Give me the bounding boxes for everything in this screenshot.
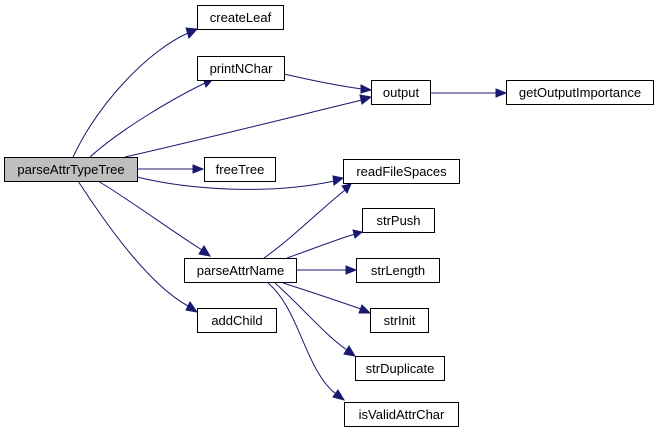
edge-root-to-freeTree: [137, 164, 205, 174]
edge-output-to-getOutputImportance: [430, 88, 508, 98]
node-parseAttrName[interactable]: parseAttrName: [184, 258, 297, 283]
edge-root-to-parseAttrName: [97, 180, 211, 257]
node-label: parseAttrName: [197, 263, 284, 278]
node-createLeaf[interactable]: createLeaf: [197, 5, 284, 30]
node-label: isValidAttrChar: [359, 407, 445, 422]
edge-parseAttrName-to-readFileSpaces: [263, 183, 352, 259]
edge-root-to-output: [124, 94, 373, 158]
node-label: strLength: [371, 263, 425, 278]
node-strLength[interactable]: strLength: [356, 258, 440, 283]
edge-root-to-readFileSpaces: [136, 175, 345, 190]
node-readFileSpaces[interactable]: readFileSpaces: [343, 159, 460, 184]
edge-parseAttrName-to-strDuplicate: [274, 282, 356, 357]
edges: [72, 27, 508, 401]
edge-parseAttrName-to-strInit: [282, 282, 372, 314]
node-label: parseAttrTypeTree: [17, 162, 124, 177]
node-label: addChild: [211, 313, 262, 328]
node-printNChar[interactable]: printNChar: [197, 56, 285, 81]
node-freeTree[interactable]: freeTree: [204, 157, 276, 182]
node-getOutputImportance[interactable]: getOutputImportance: [506, 80, 654, 105]
node-label: strInit: [384, 313, 416, 328]
edge-parseAttrName-to-isValidAttrChar: [267, 282, 346, 401]
node-label: getOutputImportance: [519, 85, 641, 100]
node-parseAttrTypeTree[interactable]: parseAttrTypeTree: [4, 157, 138, 182]
node-strPush[interactable]: strPush: [362, 208, 435, 233]
node-label: printNChar: [210, 61, 274, 76]
edge-parseAttrName-to-strLength: [297, 265, 358, 275]
node-label: output: [383, 85, 420, 100]
node-label: strDuplicate: [366, 361, 435, 376]
node-isValidAttrChar[interactable]: isValidAttrChar: [344, 402, 459, 427]
nodes: parseAttrTypeTree createLeaf printNChar …: [4, 5, 654, 427]
edge-parseAttrName-to-strPush: [286, 229, 364, 259]
node-label: readFileSpaces: [356, 164, 447, 179]
edge-printNChar-to-output: [283, 73, 373, 94]
node-addChild[interactable]: addChild: [197, 308, 277, 333]
edge-root-to-addChild: [77, 180, 199, 313]
node-output[interactable]: output: [371, 80, 431, 105]
node-strDuplicate[interactable]: strDuplicate: [355, 356, 445, 381]
node-label: strPush: [376, 213, 420, 228]
node-label: freeTree: [216, 162, 265, 177]
edge-root-to-createLeaf: [72, 27, 199, 158]
edge-root-to-printNChar: [89, 77, 215, 158]
node-strInit[interactable]: strInit: [370, 308, 429, 333]
node-label: createLeaf: [210, 10, 272, 25]
